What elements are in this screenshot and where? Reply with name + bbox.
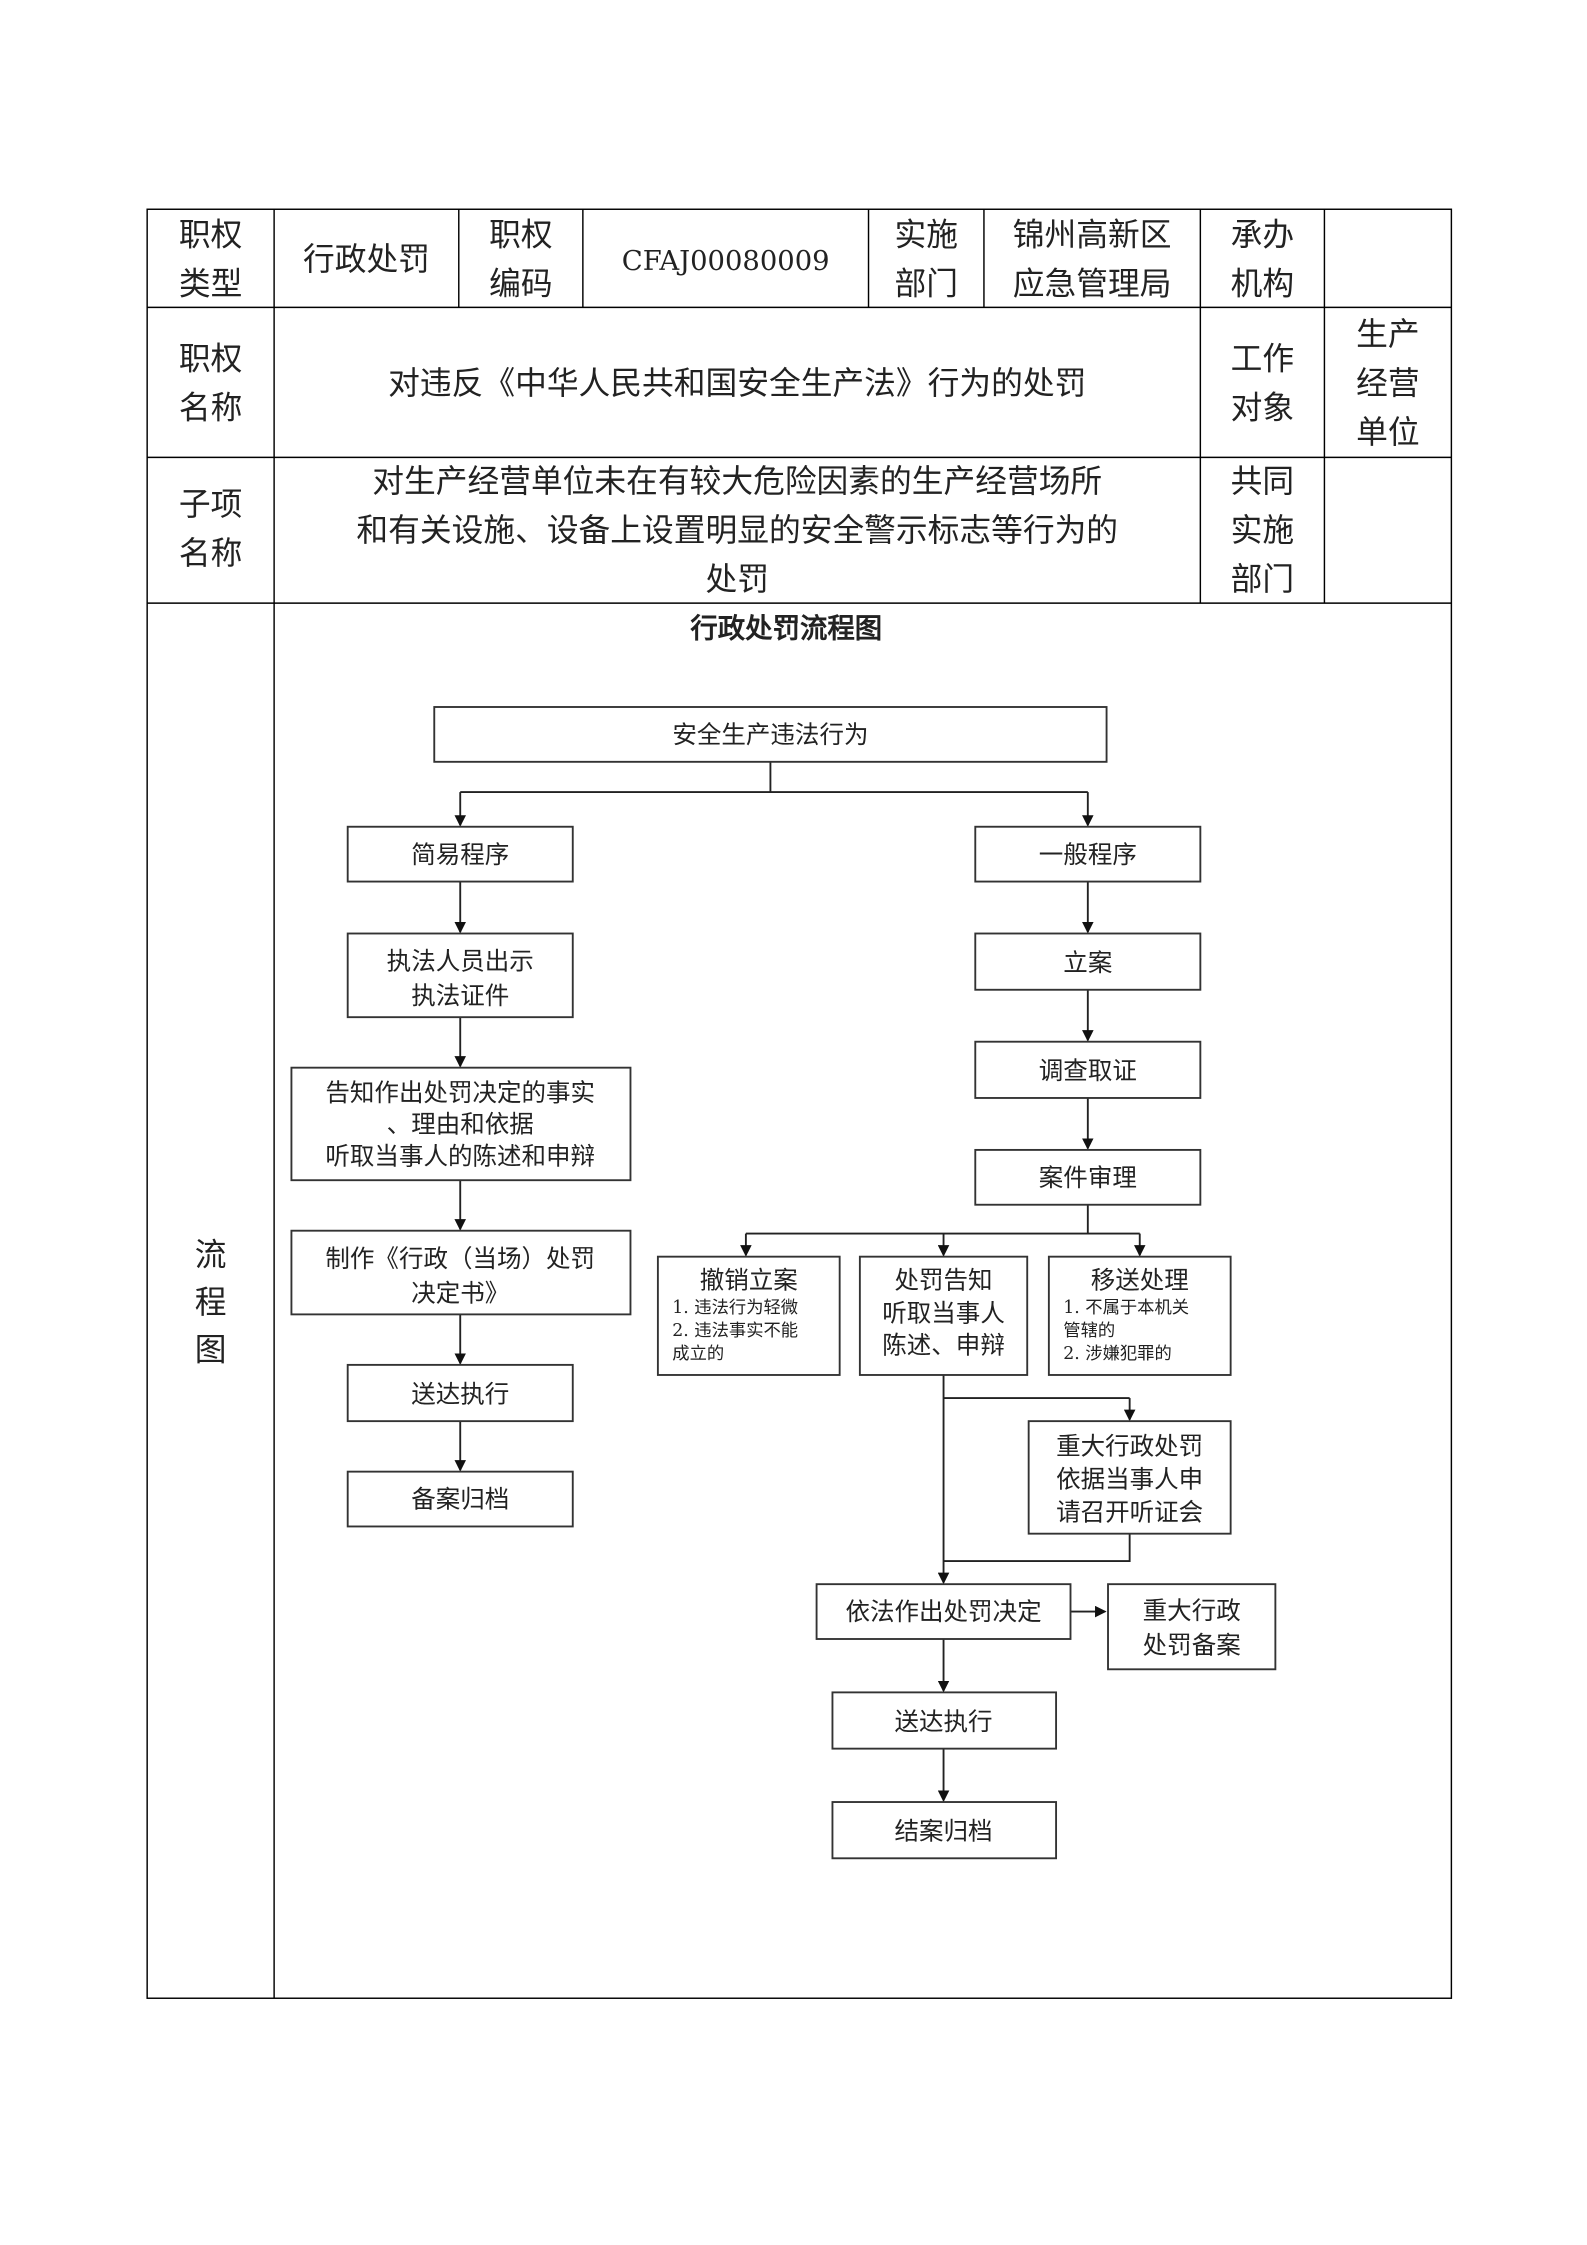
value-sub-item: 对生产经营单位未在有较大危险因素的生产经营场所和有关设施、设备上设置明显的安全警… (356, 464, 1118, 598)
box-label: 依法作出处罚决定 (845, 1597, 1041, 1626)
box-case-review: 案件审理 (974, 1148, 1202, 1206)
box-label: 送达执行 (411, 1379, 509, 1408)
label-joint-dept: 共同实施部门 (1231, 464, 1294, 598)
box-file-case: 立案 (974, 932, 1202, 991)
box-label: 执法人员出示执法证件 (387, 947, 534, 1011)
box-title: 撤销立案 (700, 1265, 798, 1294)
box-label: 简易程序 (411, 840, 509, 869)
label-handling-org: 承办机构 (1231, 217, 1294, 302)
box-label: 重大行政处罚备案 (1143, 1596, 1241, 1660)
value-authority-type: 行政处罚 (303, 242, 430, 278)
box-show-credentials: 执法人员出示执法证件 (346, 932, 574, 1019)
value-authority-code: CFAJ00080009 (622, 246, 830, 277)
box-label: 送达执行 (895, 1707, 993, 1736)
box-general-procedure: 一般程序 (974, 825, 1202, 883)
label-sub-item: 子项名称 (179, 487, 242, 572)
box-inform-facts: 告知作出处罚决定的事实、理由和依据听取当事人的陈述和申辩 (290, 1066, 632, 1182)
box-label: 结案归档 (895, 1817, 993, 1846)
box-close-archive: 结案归档 (831, 1801, 1058, 1860)
label-authority-name: 职权名称 (179, 341, 242, 426)
box-start: 安全生产违法行为 (433, 706, 1108, 763)
info-table (146, 208, 1453, 1999)
flow-connectors (454, 761, 1146, 1803)
label-authority-code: 职权编码 (489, 217, 552, 302)
label-work-target: 工作对象 (1231, 341, 1294, 426)
label-flowchart: 流程图 (195, 1237, 227, 1368)
box-simple-archive: 备案归档 (346, 1470, 574, 1528)
box-title: 移送处理 (1091, 1265, 1189, 1294)
box-label: 重大行政处罚依据当事人申请召开听证会 (1056, 1431, 1203, 1526)
box-label: 告知作出处罚决定的事实、理由和依据听取当事人的陈述和申辩 (325, 1078, 595, 1170)
box-make-decision-doc: 制作《行政（当场）处罚决定书》 (290, 1229, 632, 1316)
value-authority-name: 对违反《中华人民共和国安全生产法》行为的处罚 (388, 366, 1086, 402)
box-simple-deliver: 送达执行 (346, 1363, 574, 1423)
box-hearing: 重大行政处罚依据当事人申请召开听证会 (1027, 1420, 1232, 1535)
flowchart: 行政处罚流程图 (290, 613, 1277, 1860)
box-notes: 听取当事人陈述、申辩 (882, 1299, 1005, 1360)
label-implementing-dept: 实施部门 (894, 217, 957, 302)
box-label: 一般程序 (1039, 840, 1137, 869)
box-simple-procedure: 简易程序 (346, 825, 574, 883)
box-label: 制作《行政（当场）处罚决定书》 (325, 1244, 595, 1308)
box-label: 备案归档 (411, 1485, 509, 1514)
box-investigate: 调查取证 (974, 1040, 1202, 1099)
value-work-target: 生产经营单位 (1356, 317, 1419, 451)
box-label: 调查取证 (1039, 1056, 1137, 1085)
flowchart-title: 行政处罚流程图 (689, 613, 882, 645)
box-label: 案件审理 (1039, 1163, 1137, 1192)
box-start-label: 安全生产违法行为 (672, 720, 868, 749)
label-authority-type: 职权类型 (179, 217, 242, 302)
box-penalty-notice: 处罚告知 听取当事人陈述、申辩 (858, 1255, 1029, 1376)
box-title: 处罚告知 (895, 1265, 993, 1294)
box-penalty-decision: 依法作出处罚决定 (815, 1583, 1072, 1640)
box-general-deliver: 送达执行 (831, 1691, 1058, 1750)
value-implementing-dept: 锦州高新区应急管理局 (1013, 217, 1172, 302)
box-major-penalty-record: 重大行政处罚备案 (1107, 1583, 1277, 1671)
box-label: 立案 (1063, 948, 1112, 977)
